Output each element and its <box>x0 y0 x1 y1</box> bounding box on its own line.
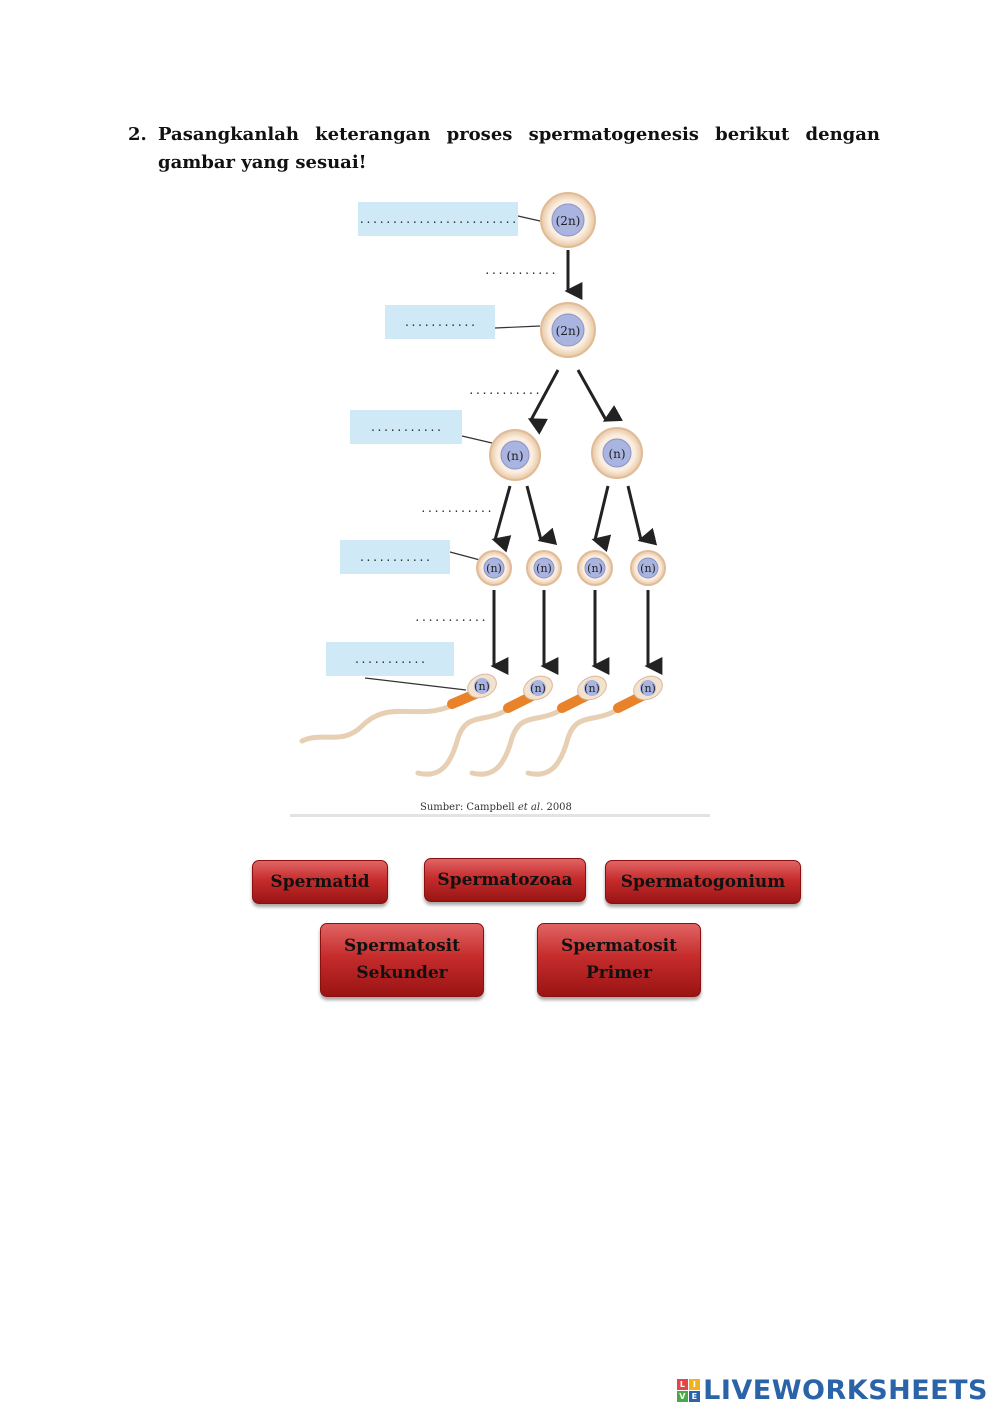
svg-text:(n): (n) <box>584 682 600 695</box>
label-drop-target-secondary-spermatocyte[interactable]: ........... <box>350 410 462 444</box>
question-number: 2. <box>128 121 147 149</box>
leader-line <box>462 436 492 443</box>
leader-line <box>495 326 540 328</box>
liveworksheets-logo: L I V E LIVEWORKSHEETS <box>677 1375 988 1406</box>
spermatozoon: (n) <box>302 670 500 741</box>
brand-name: LIVEWORKSHEETS <box>703 1375 988 1406</box>
svg-text:(2n): (2n) <box>556 214 581 228</box>
process-label-3: ........... <box>420 502 493 515</box>
spermatogenesis-diagram: (2n) (2n) (n) (n) (n) (n) <box>290 188 710 818</box>
question-block: 2. Pasangkanlah keterangan proses sperma… <box>128 121 880 177</box>
label-drop-target-spermatozoa[interactable]: ........... <box>326 642 454 676</box>
secondary-spermatocyte-cell: (n) <box>490 430 540 480</box>
svg-text:(n): (n) <box>536 562 552 575</box>
primary-spermatocyte-cell: (2n) <box>541 303 595 357</box>
svg-text:(n): (n) <box>640 682 656 695</box>
leader-line <box>365 678 466 690</box>
label-drop-target-spermatogonium[interactable]: ........................ <box>358 202 518 236</box>
spermatid-cell: (n) <box>527 551 561 585</box>
chip-spermatogonium[interactable]: Spermatogonium <box>605 860 801 904</box>
spermatid-cell: (n) <box>578 551 612 585</box>
svg-text:(n): (n) <box>486 562 502 575</box>
spermatogonium-cell: (2n) <box>541 193 595 247</box>
chip-spermatid[interactable]: Spermatid <box>252 860 388 904</box>
process-label-2: ........... <box>468 384 541 397</box>
svg-text:(n): (n) <box>640 562 656 575</box>
leader-line <box>518 216 540 221</box>
svg-text:(n): (n) <box>474 680 490 693</box>
leader-line <box>450 552 480 560</box>
spermatogenesis-figure: (2n) (2n) (n) (n) (n) (n) <box>290 188 710 818</box>
chip-spermatozoa[interactable]: Spermatozoaa <box>424 858 586 902</box>
svg-text:(n): (n) <box>530 682 546 695</box>
secondary-spermatocyte-cell: (n) <box>592 428 642 478</box>
svg-text:(n): (n) <box>608 447 625 461</box>
figure-divider <box>290 814 710 817</box>
process-label-4: ........... <box>414 611 487 624</box>
label-drop-target-spermatid[interactable]: ........... <box>340 540 450 574</box>
label-drop-target-primary-spermatocyte[interactable]: ........... <box>385 305 495 339</box>
figure-source: Sumber: Campbell et al. 2008 <box>420 802 572 813</box>
svg-text:(n): (n) <box>587 562 603 575</box>
question-text: Pasangkanlah keterangan proses spermatog… <box>158 121 880 177</box>
process-label-1: ........... <box>484 264 557 277</box>
svg-text:(n): (n) <box>506 449 523 463</box>
spermatid-cell: (n) <box>477 551 511 585</box>
logo-icon: L I V E <box>677 1379 700 1402</box>
svg-text:(2n): (2n) <box>556 324 581 338</box>
spermatid-cell: (n) <box>631 551 665 585</box>
